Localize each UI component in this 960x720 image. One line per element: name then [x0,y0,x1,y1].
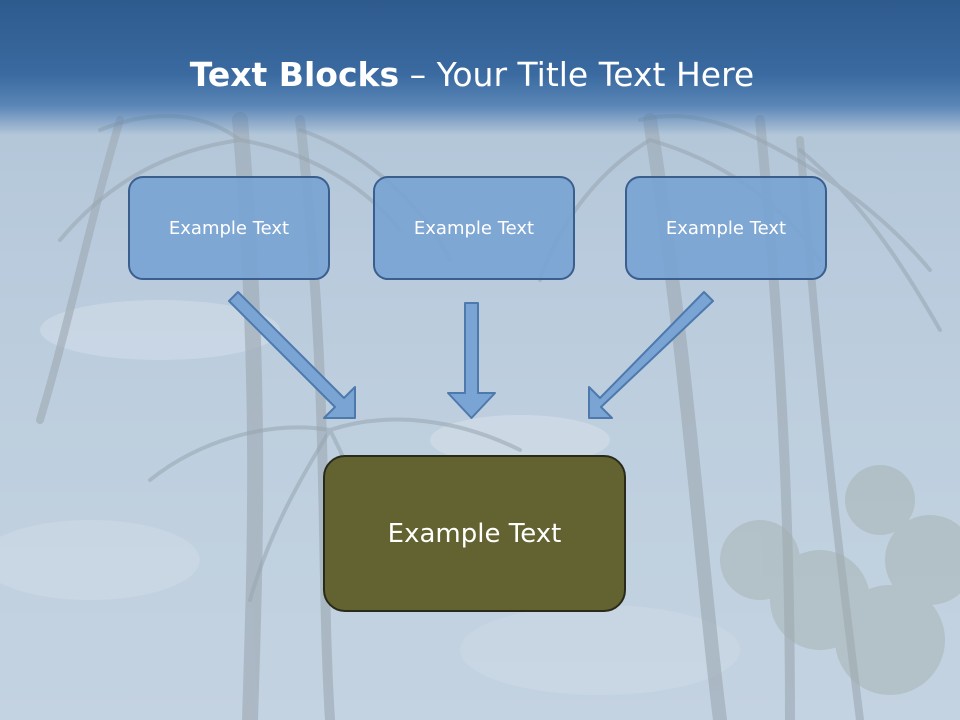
main-text-block-label: Example Text [387,518,562,549]
title-dash: – [399,55,437,94]
text-block-center-label: Example Text [413,217,535,239]
text-block-center: Example Text [373,176,575,280]
title-rest: Your Title Text Here [436,55,755,94]
main-text-block: Example Text [323,455,626,612]
text-block-right: Example Text [625,176,827,280]
text-block-right-label: Example Text [665,217,787,239]
title-band [0,0,960,135]
text-block-left: Example Text [128,176,330,280]
slide-title: Text Blocks – Your Title Text Here [0,52,944,98]
title-bold-part: Text Blocks [189,55,400,94]
text-block-left-label: Example Text [168,217,290,239]
